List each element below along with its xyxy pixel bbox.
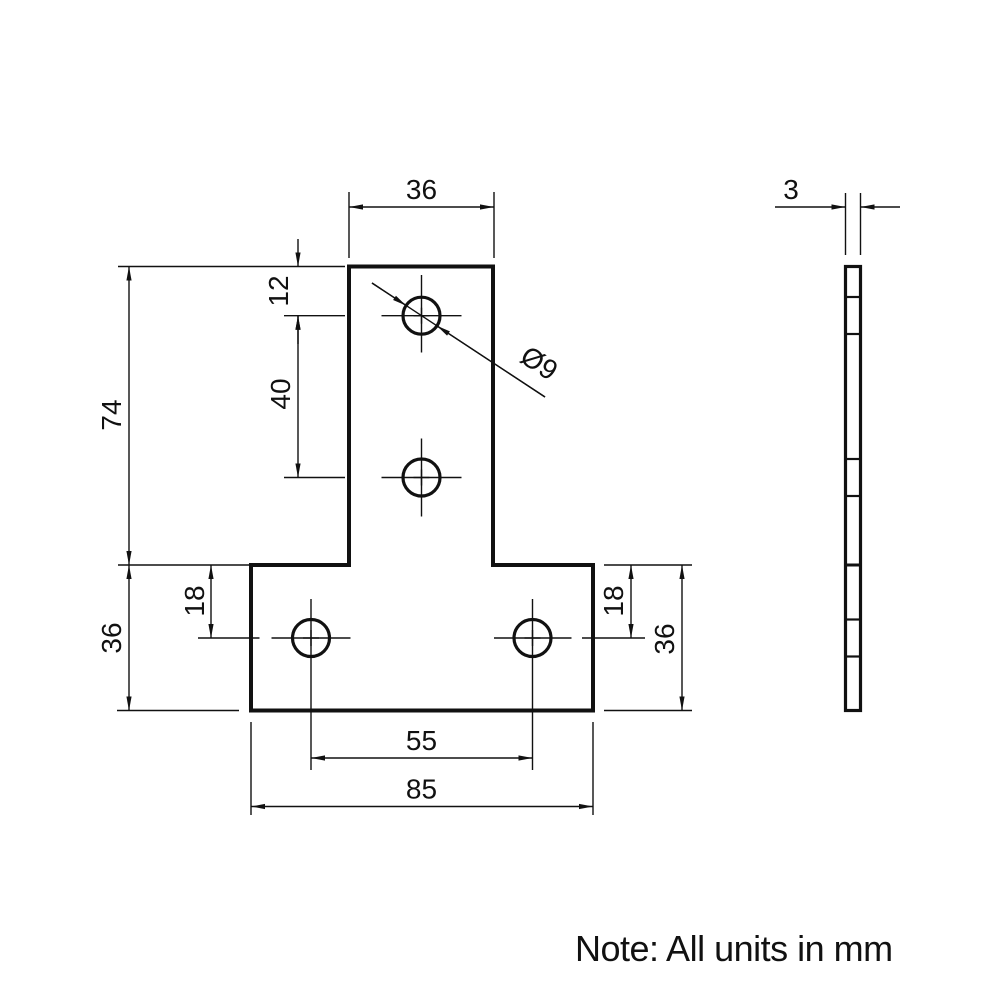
- dimension-texts: 36 3 12 40 74 36 18 18 36 55 85 Ø9: [96, 174, 799, 805]
- dim-text-base-hole-offset-left: 18: [179, 585, 210, 616]
- dim-text-stem-width: 36: [406, 174, 437, 205]
- hole-centerlines: [271, 275, 572, 770]
- dimension-lines: [126, 204, 900, 810]
- leader-arrow-upper: [371, 282, 407, 307]
- dim-text-stem-hole-spacing: 40: [265, 378, 296, 409]
- dim-text-base-height-left: 36: [96, 622, 127, 653]
- dim-text-hole-diameter: Ø9: [515, 340, 563, 386]
- dim-text-base-height-right: 36: [649, 623, 680, 654]
- dim-text-first-hole-offset: 12: [263, 275, 294, 306]
- dim-text-base-hole-spacing: 55: [406, 725, 437, 756]
- leader-arrow-lower: [436, 325, 546, 398]
- side-view-hole-projection-lines: [845, 295, 861, 658]
- units-note: Note: All units in mm: [575, 928, 893, 969]
- dim-text-stem-height: 74: [96, 399, 127, 430]
- dim-text-base-width: 85: [406, 774, 437, 805]
- dim-text-thickness: 3: [783, 174, 799, 205]
- dim-text-base-hole-offset-right: 18: [598, 585, 629, 616]
- extension-lines: [117, 192, 862, 815]
- side-view-outline: [843, 264, 863, 713]
